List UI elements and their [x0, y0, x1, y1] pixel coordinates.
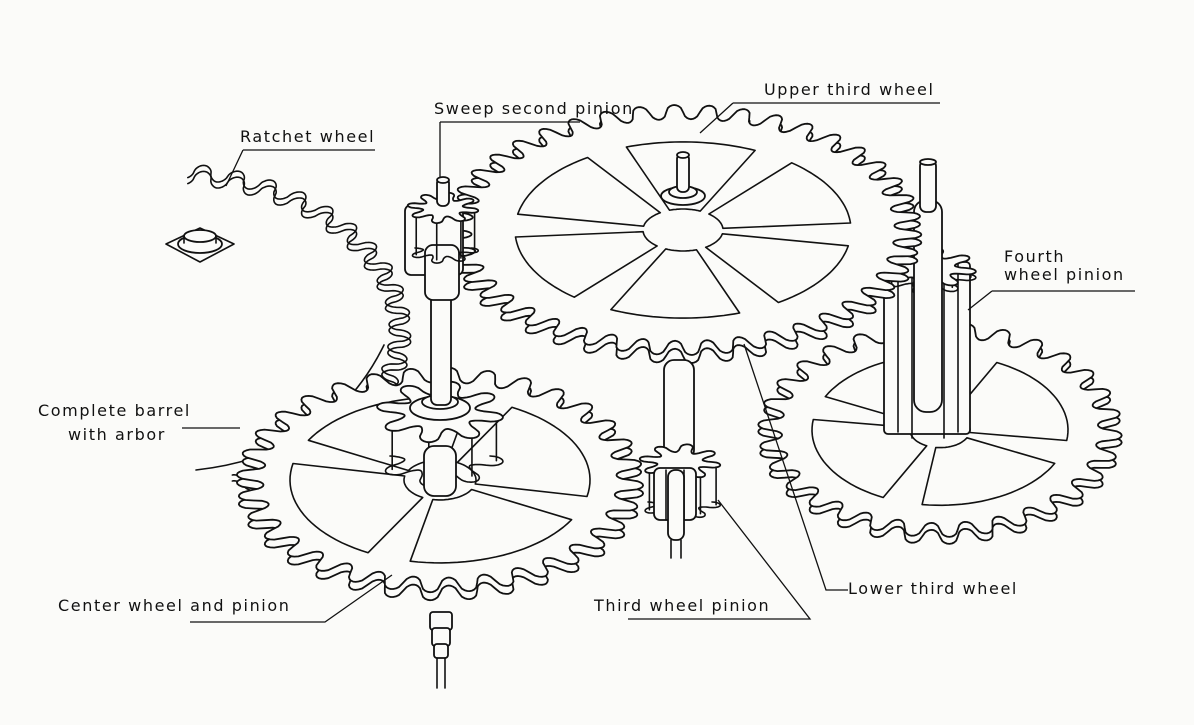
- label-fourth-wheel-pinion-line2: wheel pinion: [1004, 265, 1125, 284]
- leader-third-pinion: [628, 499, 812, 620]
- lower-third-wheel-gear: [757, 322, 1123, 545]
- labels: Sweep second pinion Upper third wheel Ra…: [38, 80, 1125, 615]
- label-lower-third-wheel: Lower third wheel: [848, 579, 1018, 598]
- leader-fourth-pinion: [967, 290, 1135, 311]
- upperThird-spoke-window: [704, 233, 850, 304]
- upperThird-spoke-window: [708, 162, 852, 230]
- label-third-wheel-pinion: Third wheel pinion: [593, 596, 770, 615]
- centerWheel-spoke-window: [409, 488, 573, 564]
- leader-center: [190, 574, 393, 623]
- leader-lines: [182, 102, 1135, 623]
- sweep-second-pinion: [404, 176, 480, 406]
- label-complete-barrel-line1: Complete barrel: [38, 401, 191, 420]
- leader-lower-third: [743, 343, 848, 591]
- centerWheel-spoke-window: [456, 406, 591, 498]
- upper-third-wheel-gear: [443, 104, 923, 364]
- upperThird-spoke-window: [516, 156, 662, 227]
- sweepPinion-top: [406, 192, 480, 224]
- label-complete-barrel-line2: with arbor: [68, 425, 166, 444]
- upperThird-spoke-window: [625, 141, 756, 212]
- ratchet-wheel-screw: [165, 227, 235, 263]
- upperThird-spoke-window: [514, 230, 658, 298]
- label-fourth-wheel-pinion-line1: Fourth: [1004, 247, 1065, 266]
- label-ratchet-wheel: Ratchet wheel: [240, 127, 375, 146]
- fourth-wheel-pinion: [879, 158, 977, 439]
- lowerThird-spoke-window: [921, 437, 1056, 507]
- leader-sweep-second: [439, 121, 580, 178]
- leader-upper-third: [699, 102, 940, 134]
- label-sweep-second-pinion: Sweep second pinion: [434, 99, 634, 118]
- label-upper-third-wheel: Upper third wheel: [764, 80, 935, 99]
- upperThird-spoke-window: [610, 248, 741, 319]
- leader-ratchet: [225, 149, 375, 187]
- upper-third-wheel-arbor: [660, 151, 706, 206]
- third-wheel-pinion: [638, 359, 722, 559]
- centerWheel-spoke-window: [289, 462, 424, 554]
- label-center-wheel-and-pinion: Center wheel and pinion: [58, 596, 291, 615]
